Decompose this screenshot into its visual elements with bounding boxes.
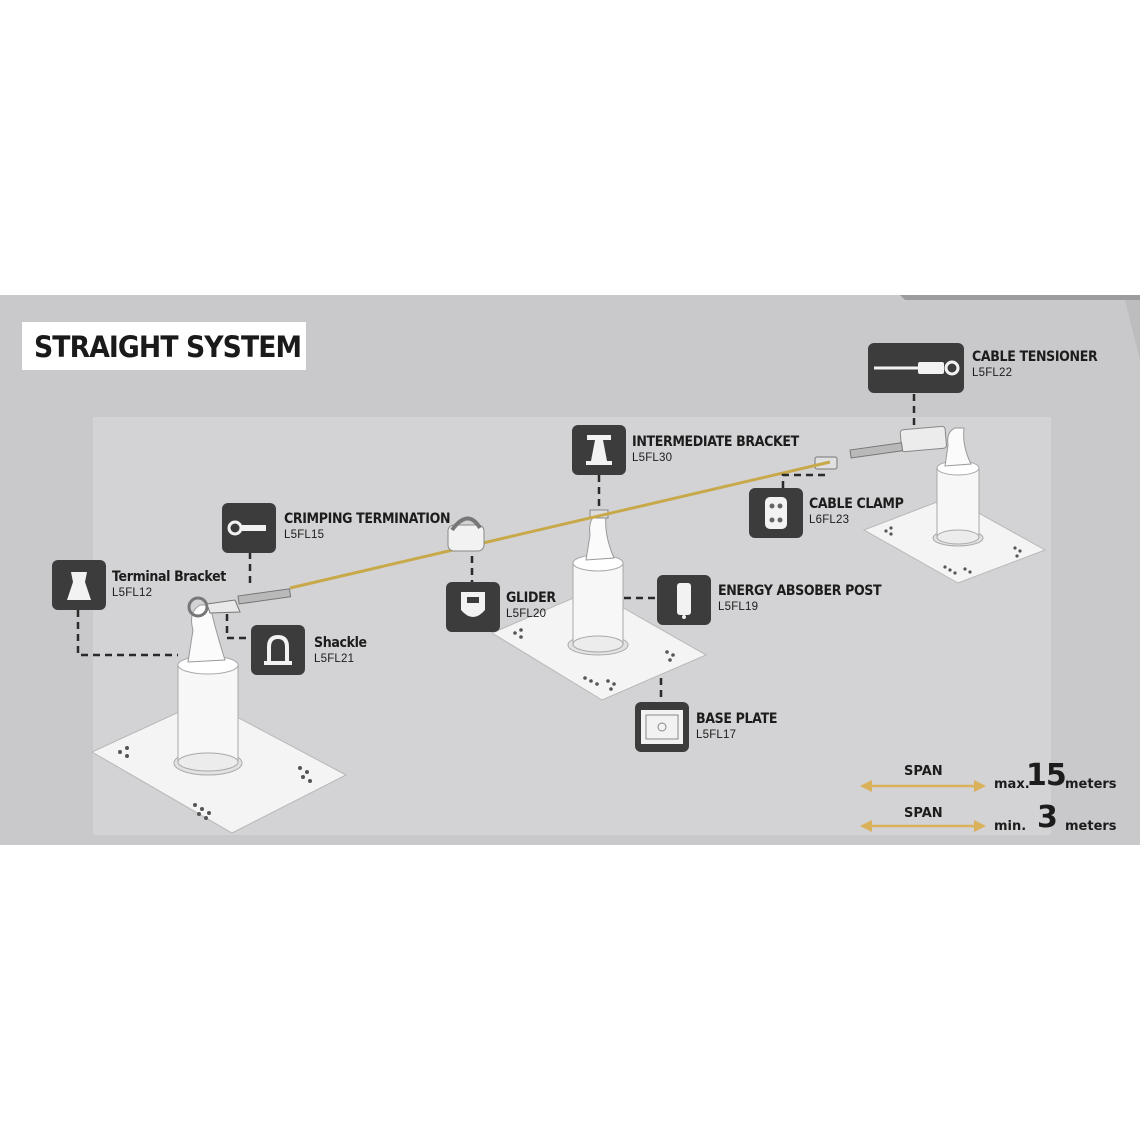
component-name: ENERGY ABSOBER POST [718,583,882,599]
component-name: Terminal Bracket [112,569,226,585]
component-name: BASE PLATE [696,711,778,727]
cable-clamp-icon [749,488,803,538]
component-code: L5FL17 [696,729,737,741]
title-banner: STRAIGHT SYSTEM [22,322,306,370]
panel-notch-edge [1125,300,1140,360]
leader-lines [76,394,916,702]
energy-absorber-post-label: ENERGY ABSOBER POST L5FL19 [718,583,899,613]
intermediate-post-assembly [490,509,708,701]
page-title: STRAIGHT SYSTEM [34,330,302,364]
base-plate-label: BASE PLATE L5FL17 [696,711,786,741]
terminal-post-assembly [90,588,348,834]
component-code: L5FL12 [112,587,153,599]
component-name: Shackle [314,635,367,651]
span-label: SPAN [904,806,943,821]
energy-absorber-post-icon [657,575,711,625]
span-value: 15 [1026,758,1067,793]
cable-tensioner-icon [868,343,964,393]
crimping-termination-label: CRIMPING TERMINATION L5FL15 [284,511,469,541]
component-code: L5FL30 [632,452,673,464]
component-name: GLIDER [506,590,556,606]
component-name: INTERMEDIATE BRACKET [632,434,799,450]
glider-on-cable [447,516,485,552]
panel-notch [900,295,1140,300]
span-value: 3 [1037,800,1058,835]
component-code: L5FL15 [284,529,325,541]
span-min-row: SPAN min. 3 meters [860,800,1130,842]
component-code: L5FL19 [718,601,759,613]
terminal-bracket-icon [52,560,106,610]
component-code: L5FL22 [972,367,1013,379]
intermediate-bracket-icon [572,425,626,475]
component-name: CABLE TENSIONER [972,349,1098,365]
glider-icon [446,582,500,632]
tensioner-post-assembly [814,425,1047,584]
span-arrows [860,780,986,832]
shackle-icon [251,625,305,675]
terminal-bracket-label: Terminal Bracket L5FL12 [112,569,239,599]
shackle-label: Shackle L5FL21 [314,635,373,665]
span-qualifier: min. [994,819,1027,834]
cable-clamp-label: CABLE CLAMP L6FL23 [809,496,914,526]
component-name: CABLE CLAMP [809,496,904,512]
steel-cable [289,460,831,590]
span-label: SPAN [904,764,943,779]
component-code: L5FL21 [314,653,355,665]
span-unit: meters [1065,777,1117,792]
base-plate-icon [635,702,689,752]
cable-tensioner-label: CABLE TENSIONER L5FL22 [972,349,1111,379]
span-unit: meters [1065,819,1117,834]
crimping-termination-icon [222,503,276,553]
span-qualifier: max. [994,777,1030,792]
span-max-row: SPAN max. 15 meters [860,758,1130,800]
component-code: L6FL23 [809,514,850,526]
intermediate-bracket-label: INTERMEDIATE BRACKET L5FL30 [632,434,817,464]
component-name: CRIMPING TERMINATION [284,511,451,527]
component-code: L5FL20 [506,608,547,620]
glider-label: GLIDER L5FL20 [506,590,561,620]
